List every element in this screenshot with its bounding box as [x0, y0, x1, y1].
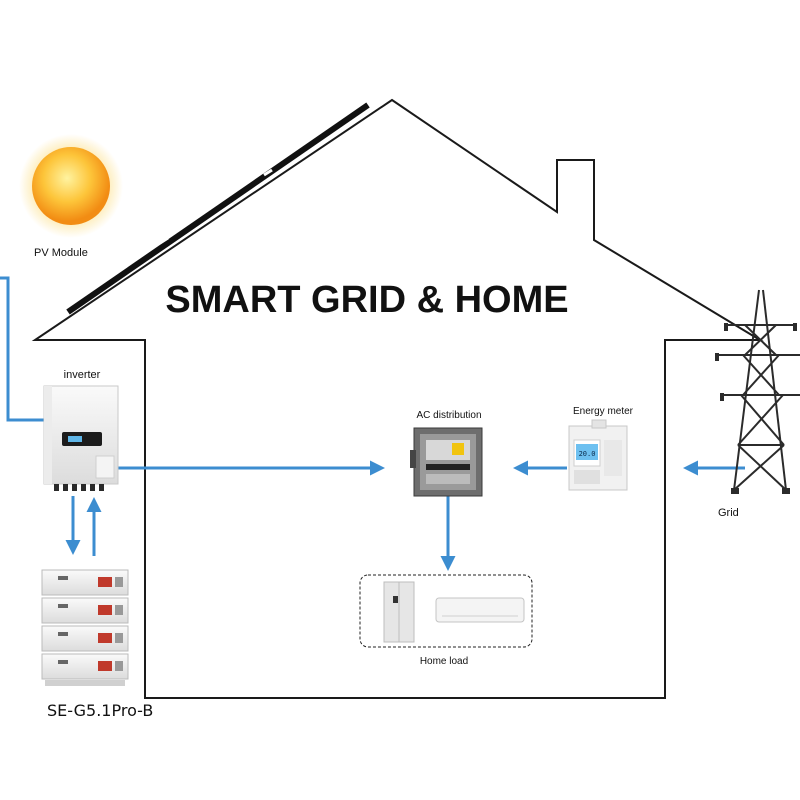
ac-distribution-label: AC distribution: [416, 410, 481, 421]
air-conditioner-icon: [435, 597, 525, 623]
home-load-box: [359, 574, 533, 648]
battery-stack-icon: [41, 569, 129, 686]
meter-readout: 20.0: [579, 450, 596, 458]
inverter-label: inverter: [64, 369, 101, 381]
transmission-tower-icon: [717, 289, 800, 491]
energy-meter-label: Energy meter: [573, 406, 634, 417]
battery-module: [41, 597, 129, 624]
battery-module: [41, 625, 129, 652]
battery-module: [41, 653, 129, 680]
battery-model-label: SE-G5.1Pro-B: [47, 701, 153, 720]
ac-distribution-box-icon: [410, 427, 483, 497]
pv-to-inverter-line: [0, 276, 46, 422]
solar-panel-icon: [66, 102, 370, 315]
grid-label: Grid: [718, 507, 739, 519]
diagram-title: SMART GRID & HOME: [165, 279, 568, 321]
energy-meter-icon: 20.0: [568, 419, 628, 491]
sun-icon: [19, 134, 123, 238]
battery-module: [41, 569, 129, 596]
pv-module-label: PV Module: [34, 247, 88, 259]
tower-insulators: [715, 323, 797, 494]
home-load-label: Home load: [420, 656, 468, 667]
energy-flow-lines: [0, 276, 745, 571]
house-outline: [31, 98, 764, 699]
refrigerator-icon: [383, 581, 415, 643]
inverter-icon: [43, 385, 119, 491]
